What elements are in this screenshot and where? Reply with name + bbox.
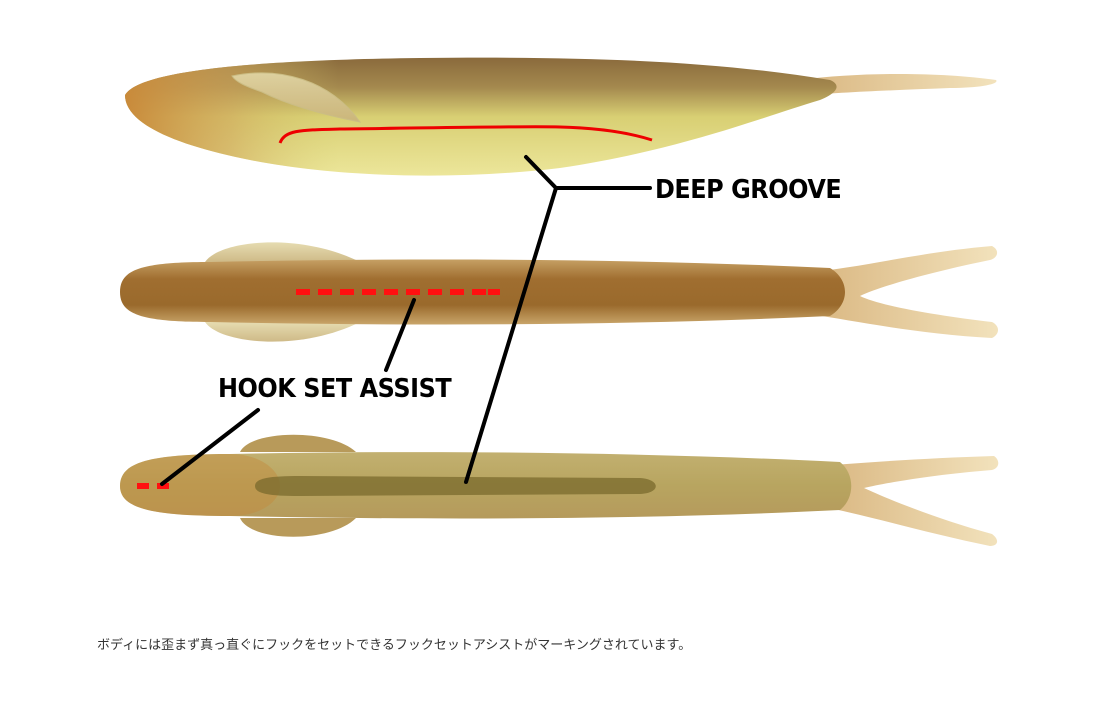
- deep-groove-channel: [255, 476, 656, 496]
- top-view-fin-lower: [205, 322, 360, 342]
- hook-set-assist-marks-bottom: [137, 483, 169, 489]
- deep-groove-label: DEEP GROOVE: [655, 175, 842, 205]
- bottom-view-fin-lower: [240, 518, 356, 537]
- hook-set-assist-label: HOOK SET ASSIST: [218, 374, 452, 404]
- side-view-tail: [800, 74, 997, 96]
- hook-set-assist-leader: [160, 298, 416, 486]
- top-view-tail: [810, 246, 998, 338]
- bottom-view-lure: [120, 434, 999, 546]
- deep-groove-leader: [464, 155, 652, 484]
- bottom-view-fin-upper: [240, 434, 356, 452]
- side-view-fin: [231, 72, 362, 123]
- deep-groove-marker-line: [278, 125, 653, 144]
- bottom-view-tail: [820, 456, 999, 546]
- hook-set-assist-marks-top: [296, 289, 500, 295]
- description-caption: ボディには歪まず真っ直ぐにフックをセットできるフックセットアシストがマーキングさ…: [97, 638, 692, 653]
- top-view-fin-upper: [205, 242, 360, 262]
- lure-illustration: [120, 57, 999, 546]
- side-view-lure: [125, 57, 997, 176]
- top-view-lure: [120, 242, 998, 342]
